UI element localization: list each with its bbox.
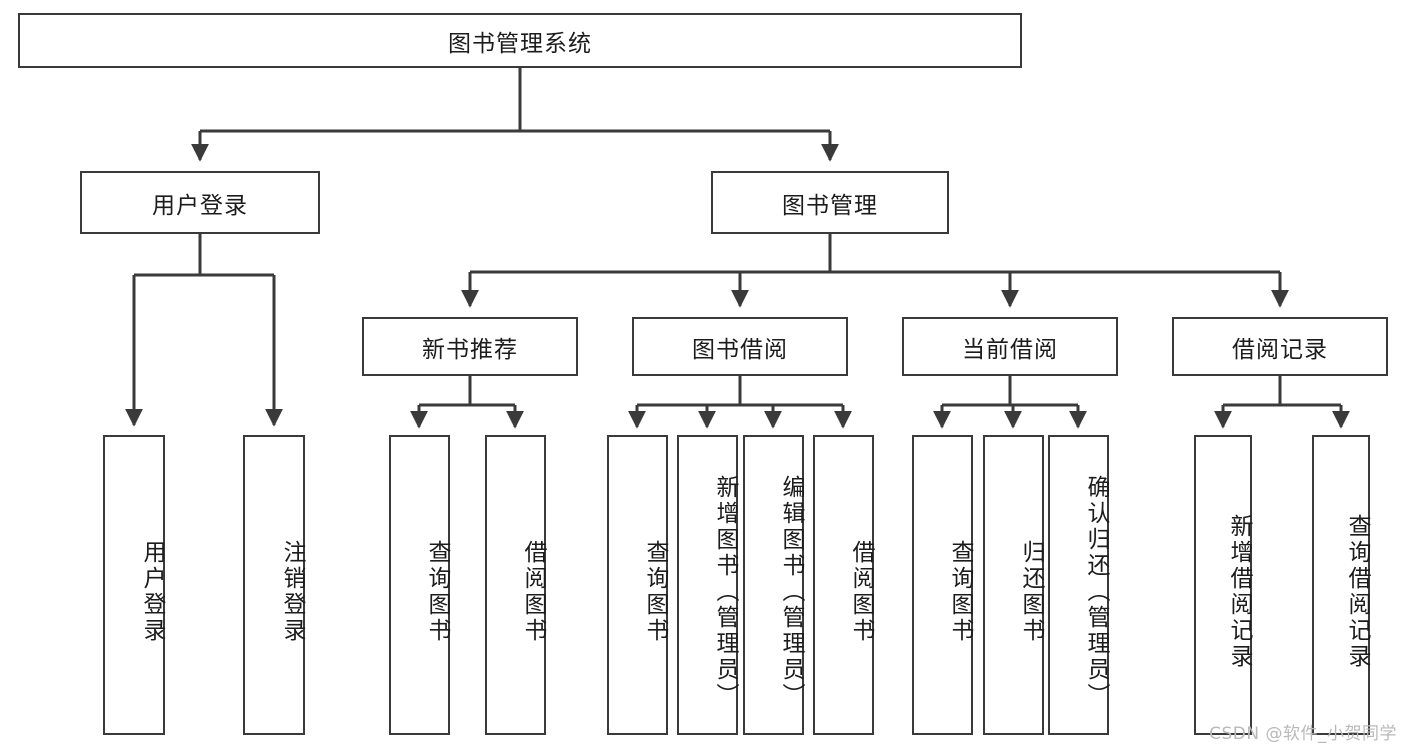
- node-label: 新增借阅记录: [1226, 514, 1252, 670]
- node-label: 注销登录: [279, 540, 305, 644]
- leaf-user-login[interactable]: 用户登录: [103, 435, 165, 735]
- node-label: 编辑图书（管理员）: [778, 475, 804, 709]
- leaf-confirm-return-admin[interactable]: 确认归还（管理员）: [1048, 435, 1109, 735]
- node-user-login[interactable]: 用户登录: [80, 171, 320, 234]
- leaf-borrow-book-recommend[interactable]: 借阅图书: [485, 435, 546, 735]
- leaf-query-book-current[interactable]: 查询图书: [912, 435, 973, 735]
- node-label: 用户登录: [152, 192, 248, 219]
- node-label: 查询借阅记录: [1344, 514, 1370, 670]
- leaf-logout[interactable]: 注销登录: [243, 435, 305, 735]
- node-root-system[interactable]: 图书管理系统: [18, 13, 1022, 68]
- node-label: 图书管理: [782, 192, 878, 219]
- node-label: 借阅图书: [848, 540, 874, 644]
- node-borrow-records[interactable]: 借阅记录: [1172, 317, 1388, 376]
- leaf-return-book[interactable]: 归还图书: [983, 435, 1044, 735]
- node-label: 查询图书: [642, 540, 668, 644]
- leaf-add-book-admin[interactable]: 新增图书（管理员）: [677, 435, 738, 735]
- node-book-management[interactable]: 图书管理: [711, 171, 949, 234]
- node-label: 查询图书: [947, 540, 973, 644]
- node-new-book-recommend[interactable]: 新书推荐: [362, 317, 578, 376]
- node-label: 图书借阅: [692, 336, 788, 363]
- node-label: 图书管理系统: [448, 30, 592, 57]
- leaf-query-book-recommend[interactable]: 查询图书: [389, 435, 450, 735]
- node-label: 用户登录: [139, 540, 165, 644]
- leaf-add-borrow-record[interactable]: 新增借阅记录: [1194, 435, 1252, 735]
- node-current-borrow[interactable]: 当前借阅: [902, 317, 1118, 376]
- node-label: 借阅图书: [520, 540, 546, 644]
- node-label: 归还图书: [1018, 540, 1044, 644]
- leaf-borrow-book[interactable]: 借阅图书: [813, 435, 874, 735]
- node-label: 新书推荐: [422, 336, 518, 363]
- node-label: 新增图书（管理员）: [712, 475, 738, 709]
- node-label: 确认归还（管理员）: [1083, 475, 1109, 709]
- node-label: 借阅记录: [1232, 336, 1328, 363]
- leaf-query-borrow-record[interactable]: 查询借阅记录: [1312, 435, 1370, 735]
- node-label: 当前借阅: [962, 336, 1058, 363]
- leaf-query-book-borrow[interactable]: 查询图书: [607, 435, 668, 735]
- node-label: 查询图书: [424, 540, 450, 644]
- node-book-borrow[interactable]: 图书借阅: [632, 317, 848, 376]
- leaf-edit-book-admin[interactable]: 编辑图书（管理员）: [743, 435, 804, 735]
